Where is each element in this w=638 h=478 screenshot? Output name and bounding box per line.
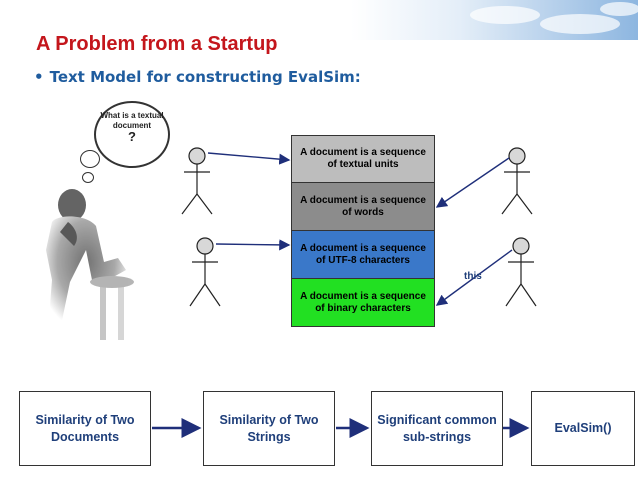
arrow-to-utf8 xyxy=(215,239,291,251)
arrow-to-words xyxy=(435,157,510,208)
bullet-dot: • xyxy=(34,68,44,86)
layer-words: A document is a sequence of words xyxy=(291,183,435,231)
flow-box-label: Similarity of Two Documents xyxy=(35,412,135,444)
slide-title: A Problem from a Startup xyxy=(36,33,278,55)
flow-box-label: EvalSim() xyxy=(554,421,612,435)
bullet-text: Text Model for constructing EvalSim: xyxy=(49,68,361,86)
flow-box-common-substrings: Significant common sub-strings xyxy=(371,391,503,466)
arrow-to-textual-units xyxy=(207,152,291,165)
layer-textual-units: A document is a sequence of textual unit… xyxy=(291,135,435,183)
flow-box-string-similarity: Similarity of Two Strings xyxy=(203,391,335,466)
thought-bubble-dot-large xyxy=(80,150,100,168)
stick-figure-top-right xyxy=(501,147,533,215)
layer-label: A document is a sequence of binary chara… xyxy=(300,290,426,314)
document-layer-stack: A document is a sequence of textual unit… xyxy=(291,135,435,327)
flow-box-label: Significant common sub-strings xyxy=(377,412,497,444)
layer-label: A document is a sequence of textual unit… xyxy=(300,147,426,170)
flow-box-document-similarity: Similarity of Two Documents xyxy=(19,391,151,466)
thinker-image xyxy=(46,189,134,340)
layer-utf8-characters: A document is a sequence of UTF-8 charac… xyxy=(291,231,435,279)
thought-bubble-text: What is a textual document xyxy=(100,111,164,130)
this-pointer-label: this xyxy=(464,271,482,282)
layer-label: A document is a sequence of words xyxy=(300,194,426,218)
bullet-point: • Text Model for constructing EvalSim: xyxy=(34,68,361,86)
layer-binary-characters: A document is a sequence of binary chara… xyxy=(291,279,435,327)
thought-bubble: What is a textual document ? xyxy=(94,101,170,168)
flow-box-label: Similarity of Two Strings xyxy=(219,412,319,444)
layer-label: A document is a sequence of UTF-8 charac… xyxy=(300,242,426,266)
cloud-decoration xyxy=(470,6,540,24)
arrow-to-binary xyxy=(435,249,513,306)
stick-figure-bottom-right xyxy=(505,237,537,307)
stick-figure-bottom-left xyxy=(189,237,221,307)
header-sky-banner xyxy=(0,0,638,40)
cloud-decoration xyxy=(600,2,638,16)
flow-box-evalsim: EvalSim() xyxy=(531,391,635,466)
thought-bubble-question-mark: ? xyxy=(128,129,136,144)
thought-bubble-dot-small xyxy=(82,172,94,183)
stick-figure-top-left xyxy=(181,147,213,215)
cloud-decoration xyxy=(540,14,620,34)
